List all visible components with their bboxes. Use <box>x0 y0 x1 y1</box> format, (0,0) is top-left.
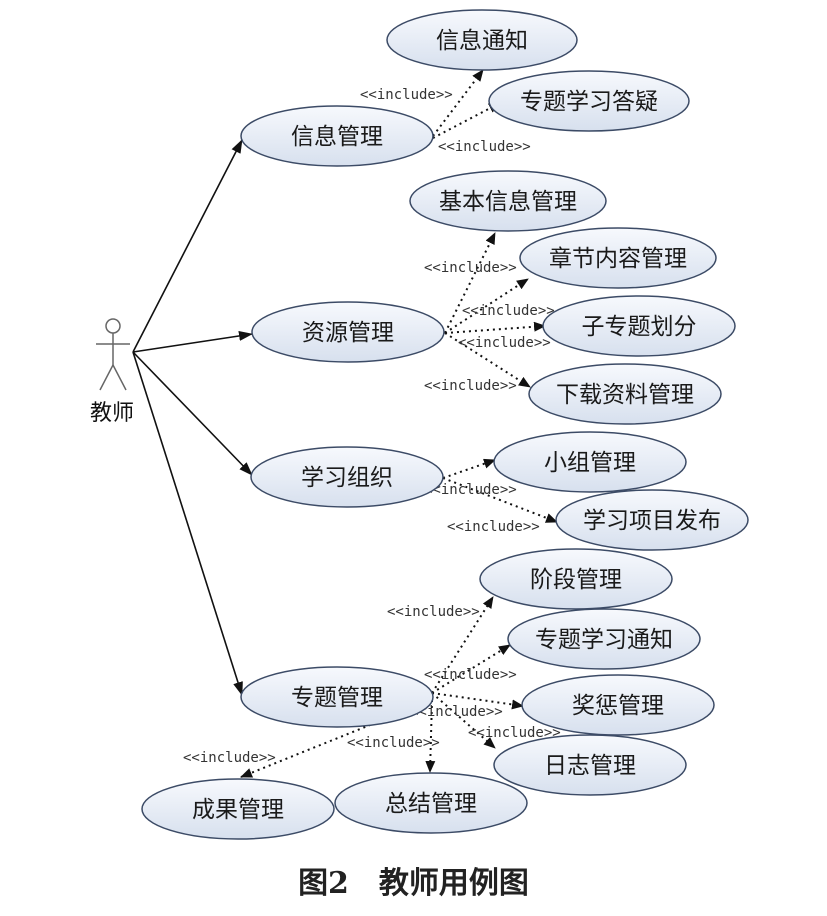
use-cases: 信息通知 专题学习答疑 信息管理 基本信息管理 章节内容管理 资源管理 子专题划… <box>141 9 749 840</box>
use-case-label: 成果管理 <box>192 797 284 823</box>
use-case-summary-mgmt[interactable]: 总结管理 <box>334 772 528 834</box>
include-info-notice <box>432 69 484 137</box>
use-case-subtopic-division[interactable]: 子专题划分 <box>542 295 736 357</box>
use-case-label: 奖惩管理 <box>572 693 664 719</box>
use-case-label: 基本信息管理 <box>439 189 577 215</box>
use-case-label: 章节内容管理 <box>549 246 687 272</box>
assoc-study-org <box>132 351 253 476</box>
include-label: <<include>> <box>458 335 551 351</box>
use-case-label: 总结管理 <box>385 791 477 817</box>
assoc-info-mgmt <box>132 139 243 353</box>
associations <box>132 139 253 696</box>
use-case-result-mgmt[interactable]: 成果管理 <box>141 778 335 840</box>
use-case-label: 学习组织 <box>301 465 393 491</box>
use-case-label: 信息管理 <box>291 124 383 150</box>
use-case-stage-mgmt[interactable]: 阶段管理 <box>479 548 673 610</box>
include-label: <<include>> <box>438 139 531 155</box>
use-case-project-publish[interactable]: 学习项目发布 <box>555 489 749 551</box>
include-label: <<include>> <box>424 378 517 394</box>
use-case-topic-qa[interactable]: 专题学习答疑 <box>488 70 690 132</box>
use-case-topic-mgmt[interactable]: 专题管理 <box>240 666 434 728</box>
include-basic-info <box>444 232 496 334</box>
use-case-download-mgmt[interactable]: 下载资料管理 <box>528 363 722 425</box>
include-label: <<include>> <box>424 260 517 276</box>
include-label: <<include>> <box>462 303 555 319</box>
include-label: <<include>> <box>424 667 517 683</box>
include-labels: <<include>> <<include>> <<include>> <<in… <box>183 87 561 766</box>
include-project <box>442 477 558 523</box>
include-relations <box>240 69 558 778</box>
use-case-resource-mgmt[interactable]: 资源管理 <box>251 301 445 363</box>
include-label: <<include>> <box>468 725 561 741</box>
use-case-study-org[interactable]: 学习组织 <box>250 446 444 508</box>
use-case-group-mgmt[interactable]: 小组管理 <box>493 431 687 493</box>
use-case-label: 小组管理 <box>544 450 636 476</box>
include-label: <<include>> <box>410 704 503 720</box>
use-case-basic-info-mgmt[interactable]: 基本信息管理 <box>409 170 607 232</box>
include-summary <box>425 699 436 773</box>
use-case-info-mgmt[interactable]: 信息管理 <box>240 105 434 167</box>
use-case-label: 专题学习答疑 <box>520 89 658 115</box>
include-topic-qa <box>432 102 501 139</box>
assoc-topic-mgmt <box>132 351 243 696</box>
actor-label: 教师 <box>90 401 134 426</box>
include-group <box>442 458 496 479</box>
include-label: <<include>> <box>387 604 480 620</box>
use-case-label: 阶段管理 <box>530 567 622 593</box>
use-case-label: 专题学习通知 <box>535 627 673 653</box>
use-case-info-notice[interactable]: 信息通知 <box>386 9 578 71</box>
use-case-label: 信息通知 <box>436 28 528 54</box>
include-label: <<include>> <box>360 87 453 103</box>
assoc-resource-mgmt <box>132 331 253 353</box>
actor-head <box>105 318 121 334</box>
use-case-label: 子专题划分 <box>582 314 697 340</box>
include-subtopic <box>444 321 546 334</box>
use-case-label: 下载资料管理 <box>556 382 694 408</box>
actor-teacher: 教师 <box>90 318 134 426</box>
use-case-chapter-mgmt[interactable]: 章节内容管理 <box>519 227 717 289</box>
use-case-label: 学习项目发布 <box>583 508 721 534</box>
include-chapter <box>444 278 529 334</box>
use-case-log-mgmt[interactable]: 日志管理 <box>493 734 687 796</box>
include-log <box>431 692 496 749</box>
use-case-reward-mgmt[interactable]: 奖惩管理 <box>521 674 715 736</box>
include-label: <<include>> <box>347 735 440 751</box>
include-label: <<include>> <box>183 750 276 766</box>
include-label: <<include>> <box>447 519 540 535</box>
include-label: <<include>> <box>424 482 517 498</box>
include-stage <box>431 596 494 694</box>
figure-caption: 图2 教师用例图 <box>298 866 529 901</box>
use-case-label: 日志管理 <box>544 753 636 779</box>
use-case-label: 专题管理 <box>291 685 383 711</box>
include-result <box>240 699 433 778</box>
use-case-label: 资源管理 <box>302 320 394 346</box>
use-case-topic-notice[interactable]: 专题学习通知 <box>507 608 701 670</box>
